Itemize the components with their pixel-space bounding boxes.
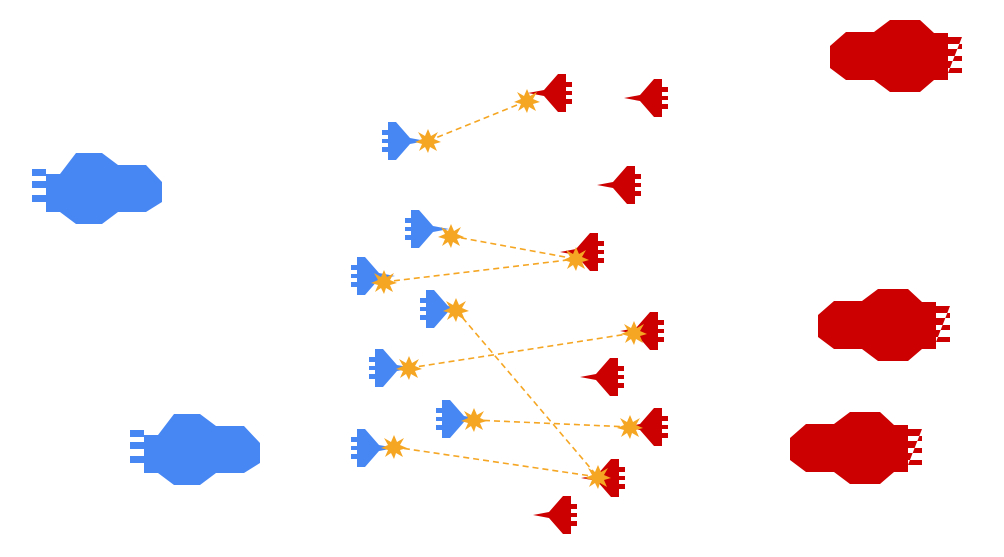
laser-beam <box>393 446 599 478</box>
muzzle-flashes <box>371 89 647 489</box>
blue-fighter-jet-icon <box>351 429 395 467</box>
red-fighter-jet-icon <box>624 408 668 446</box>
red-fighter-jet-icon <box>597 166 641 204</box>
muzzle-flash-icon <box>438 224 464 248</box>
red-fighter-jet-icon <box>528 74 572 112</box>
red-fighter-jet-icon <box>533 496 577 534</box>
laser-beam <box>408 332 635 369</box>
muzzle-flash-icon <box>514 89 540 113</box>
laser-beam <box>383 258 577 283</box>
red-mothership-icon <box>830 20 962 92</box>
red-mothership-icon <box>790 412 922 484</box>
muzzle-flash-icon <box>617 415 643 439</box>
red-motherships <box>790 20 962 484</box>
red-fighter-jet-icon <box>624 79 668 117</box>
blue-fighter-jet-icon <box>351 257 395 295</box>
muzzle-flash-icon <box>443 298 469 322</box>
laser-beam <box>450 235 577 260</box>
blue-fighters <box>351 122 480 467</box>
laser-beam <box>455 309 599 478</box>
red-fighters <box>528 74 668 534</box>
muzzle-flash-icon <box>461 408 487 432</box>
muzzle-flash-icon <box>381 435 407 459</box>
blue-fighter-jet-icon <box>420 290 464 328</box>
blue-motherships <box>32 153 260 485</box>
laser-beams <box>383 100 635 478</box>
blue-fighter-jet-icon <box>382 122 426 160</box>
muzzle-flash-icon <box>371 270 397 294</box>
laser-beam <box>427 100 528 142</box>
blue-mothership-icon <box>32 153 162 224</box>
blue-fighter-jet-icon <box>436 400 480 438</box>
blue-fighter-jet-icon <box>369 349 413 387</box>
red-fighter-jet-icon <box>560 233 604 271</box>
red-fighter-jet-icon <box>620 312 664 350</box>
blue-fighter-jet-icon <box>405 210 449 248</box>
red-fighter-jet-icon <box>580 358 624 396</box>
muzzle-flash-icon <box>563 247 589 271</box>
blue-mothership-icon <box>130 414 260 485</box>
muzzle-flash-icon <box>396 356 422 380</box>
red-mothership-icon <box>818 289 950 361</box>
muzzle-flash-icon <box>415 129 441 153</box>
laser-beam <box>473 419 631 428</box>
